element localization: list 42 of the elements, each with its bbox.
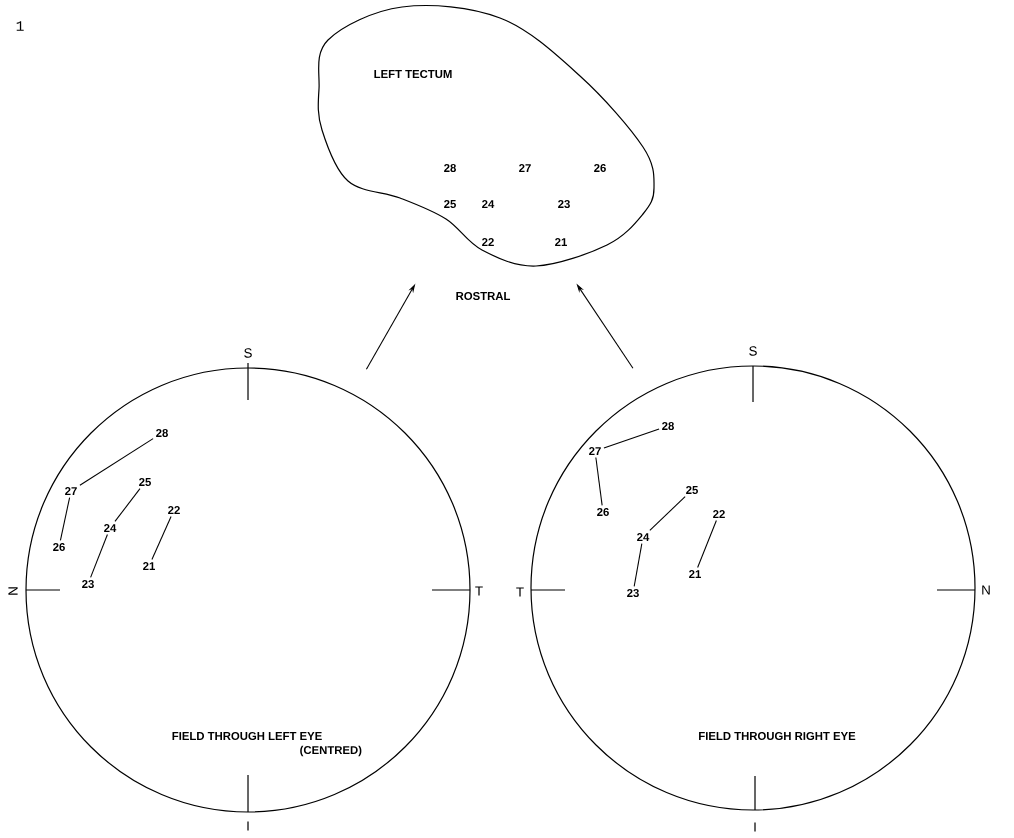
- direction-letter: I: [247, 821, 249, 831]
- point-number: 26: [53, 543, 65, 551]
- direction-letter: I: [754, 822, 756, 832]
- point-number: 24: [637, 533, 650, 541]
- connecting-line: [649, 496, 686, 531]
- point-number: 28: [156, 429, 168, 437]
- connecting-line: [151, 516, 172, 560]
- field-caption: FIELD THROUGH RIGHT EYE: [699, 732, 856, 740]
- visual-field-circle: [25, 362, 471, 813]
- point-number: 26: [597, 508, 609, 516]
- connecting-line: [114, 488, 141, 522]
- visual-field-circle: [530, 365, 976, 811]
- field-caption: (CENTRED): [300, 745, 362, 757]
- direction-letter: T: [475, 586, 483, 596]
- tectum-outline: LEFT TECTUM 28 27 26 25 24 23 22 21: [317, 4, 655, 267]
- point-number: 23: [82, 580, 94, 588]
- connecting-line: [633, 543, 643, 587]
- connecting-line: [603, 428, 660, 449]
- point-number: 21: [689, 570, 701, 578]
- point-number: 25: [686, 486, 698, 494]
- field-caption: FIELD THROUGH LEFT EYE: [172, 732, 322, 740]
- point-number: 28: [662, 422, 674, 430]
- point-number: 23: [627, 589, 639, 597]
- direction-letter: N: [8, 587, 18, 595]
- side-label: ROSTRAL: [456, 292, 511, 300]
- point-number: 25: [139, 478, 151, 486]
- connecting-line: [79, 438, 154, 486]
- connecting-line: [697, 520, 717, 568]
- point-number: 22: [713, 510, 725, 518]
- point-number: 27: [589, 447, 601, 455]
- direction-letter: T: [516, 587, 524, 597]
- point-number: 21: [143, 562, 155, 570]
- direction-letter: N: [982, 585, 990, 595]
- point-number: 24: [104, 524, 117, 532]
- figure-number: 1: [16, 21, 24, 31]
- connecting-line: [595, 457, 603, 506]
- connecting-line: [59, 497, 71, 541]
- direction-letter: S: [244, 348, 252, 358]
- point-number: 22: [168, 506, 180, 514]
- connecting-line: [90, 534, 108, 578]
- direction-letter: S: [749, 346, 757, 356]
- point-number: 27: [65, 487, 77, 495]
